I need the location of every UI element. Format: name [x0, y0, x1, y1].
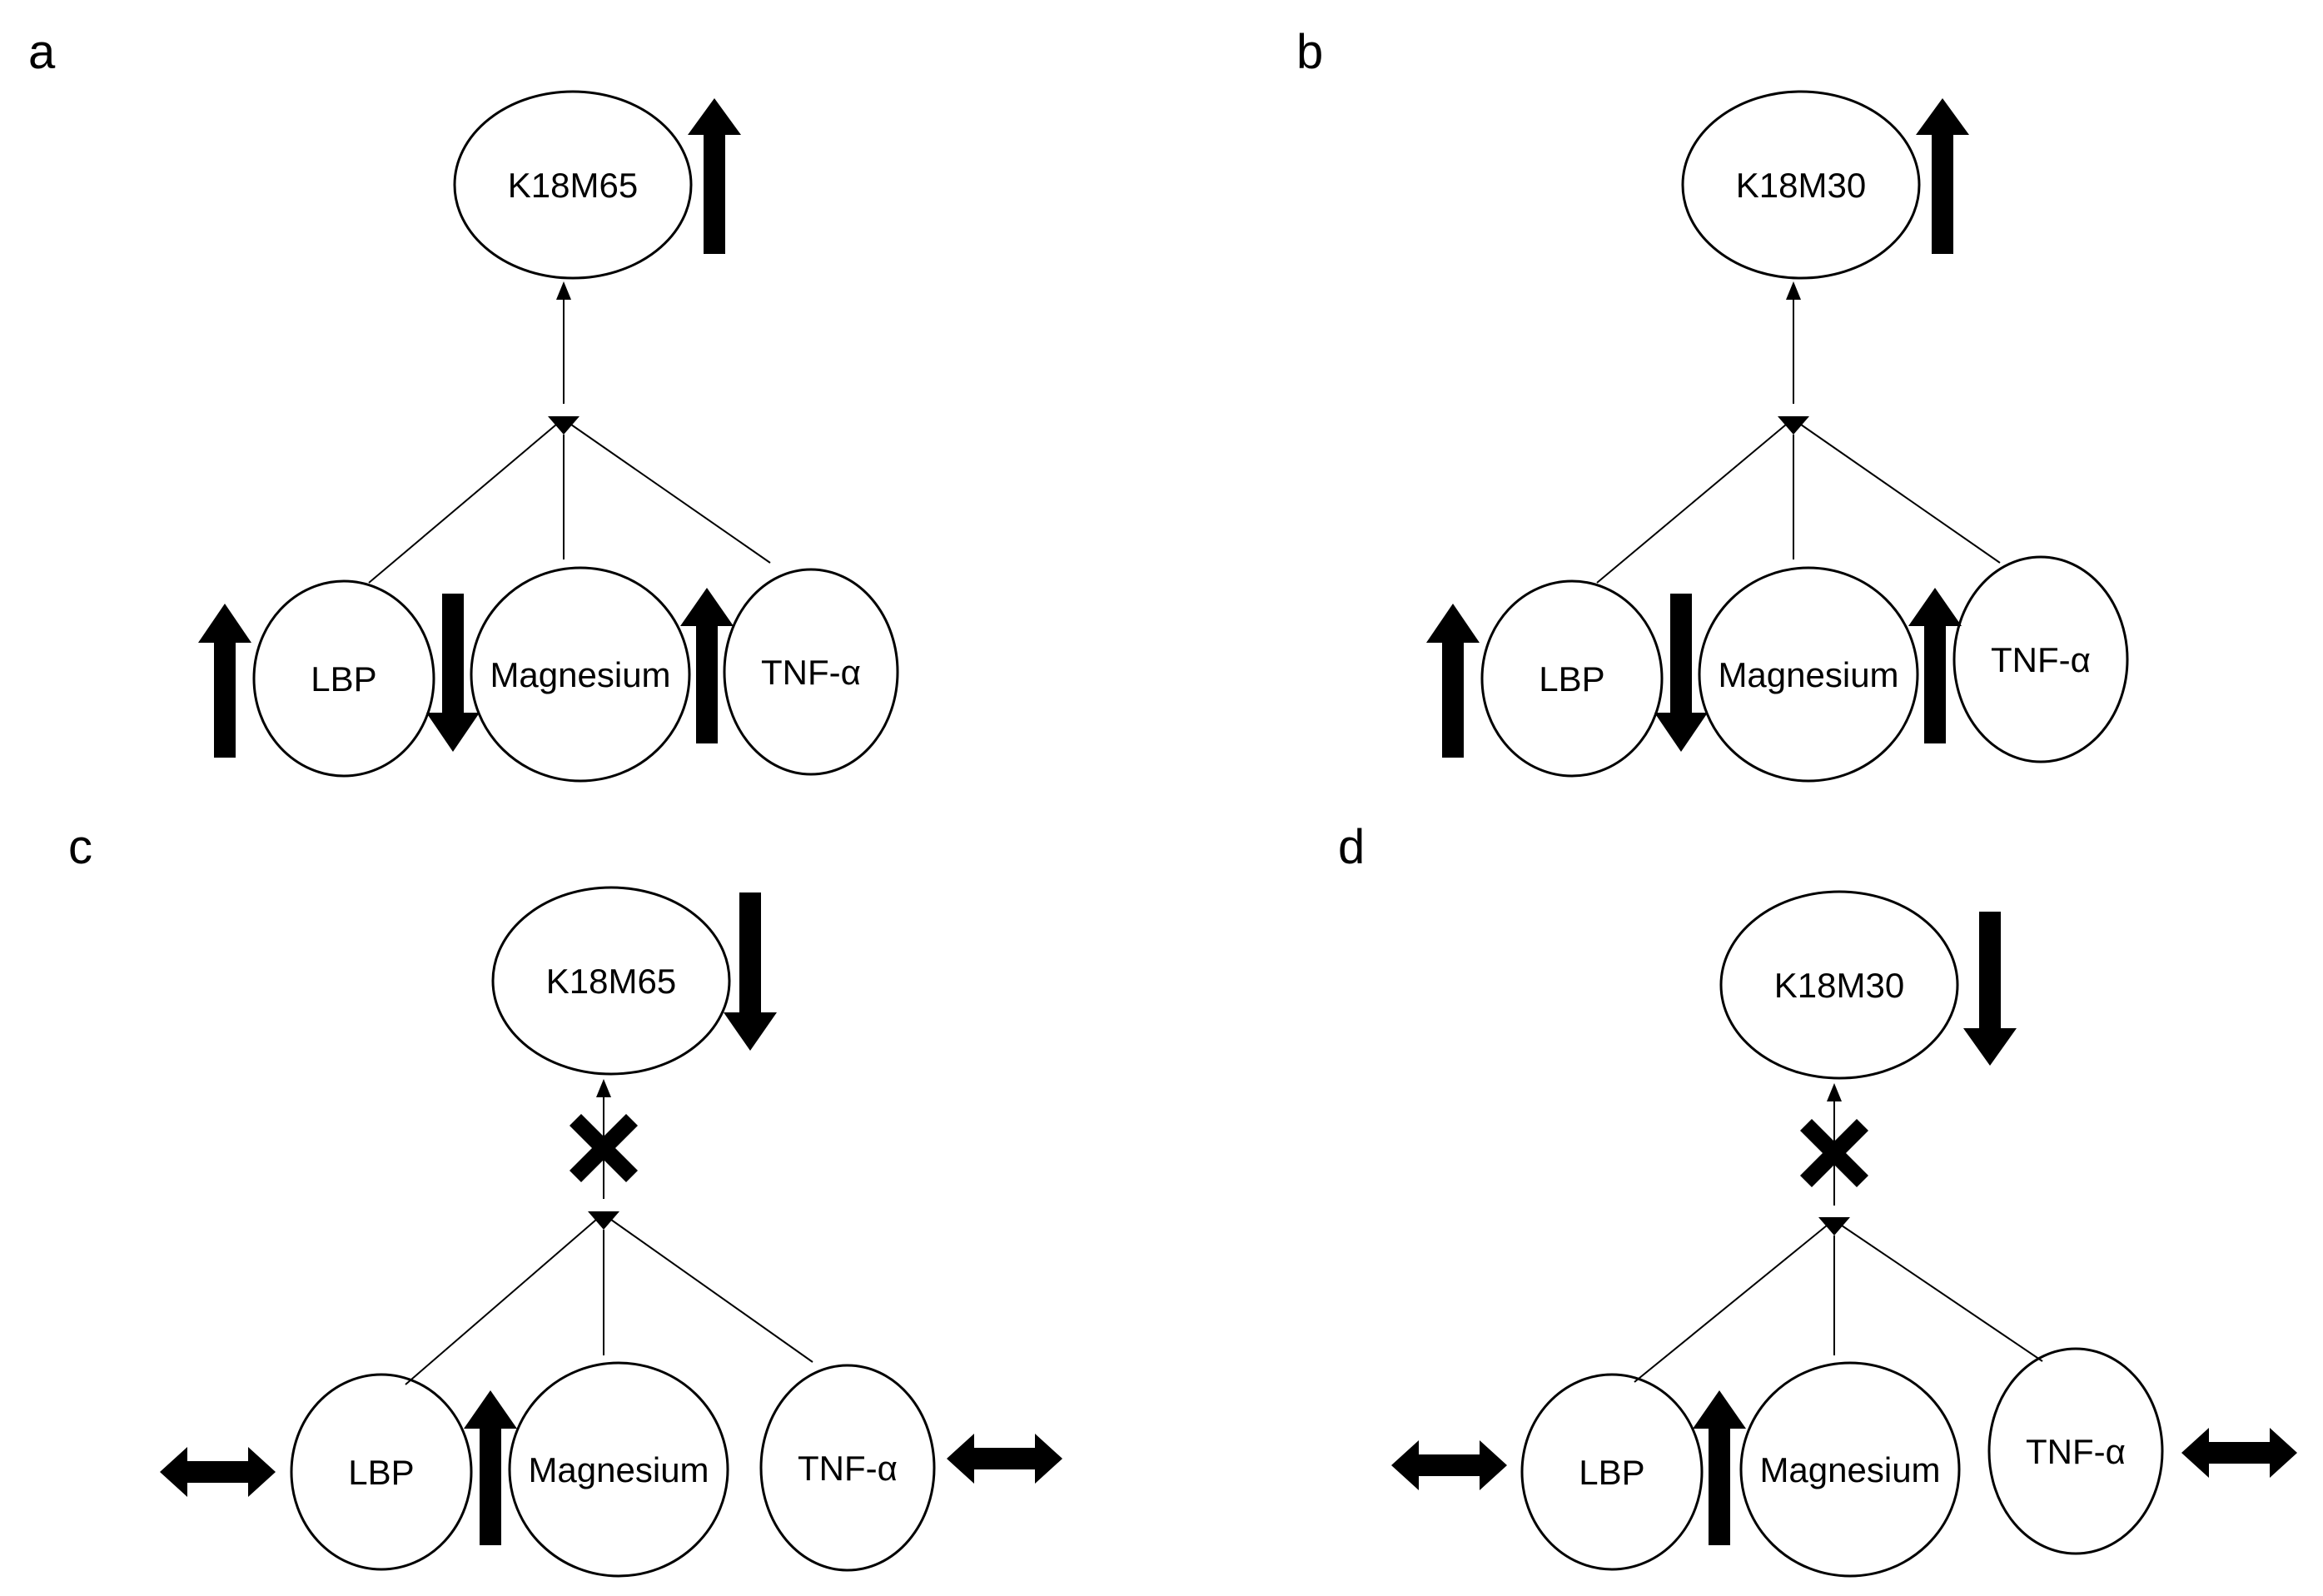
panel-c-node-magnesium [508, 1361, 729, 1578]
panel-b-top-node [1681, 90, 1921, 280]
panel-a-node-lbp [252, 579, 435, 778]
panel-d-magnesium-up-arrow [1693, 1390, 1746, 1545]
panel-d-node-magnesium-label: Magnesium [1759, 1450, 1940, 1489]
panel-b-edge-lbp [1596, 424, 1787, 584]
panel-d-junction [1818, 1217, 1850, 1236]
panel-c-block-cross [570, 1114, 638, 1182]
panel-a-node-tnf-label: TNF-α [761, 653, 861, 692]
panel-b-node-magnesium-label: Magnesium [1718, 655, 1898, 694]
panel-a-magnesium-down-arrow [426, 594, 480, 752]
panel-b-node-tnf [1952, 555, 2129, 763]
panel-c-letter: c [68, 820, 92, 874]
panel-d-block-cross [1800, 1119, 1868, 1187]
panel-d: d K18M30 LBP Magnesium TNF-α [1338, 820, 2297, 1578]
panel-c-top-node-label: K18M65 [546, 962, 676, 1001]
panel-d-top-node-label: K18M30 [1774, 966, 1904, 1005]
panel-b-letter: b [1296, 25, 1323, 79]
panel-d-node-lbp [1520, 1373, 1704, 1571]
panel-d-node-magnesium [1739, 1361, 1961, 1578]
panel-a-junction [548, 416, 580, 435]
panel-d-node-lbp-label: LBP [1579, 1453, 1644, 1492]
panel-b-node-lbp [1480, 579, 1664, 778]
panel-c-lbp-unchanged-arrow [160, 1447, 276, 1497]
panel-b-node-tnf-label: TNF-α [1991, 640, 2091, 679]
panel-a-node-lbp-label: LBP [311, 659, 376, 699]
panel-d-top-down-arrow [1963, 912, 2017, 1066]
panel-a-node-magnesium-label: Magnesium [490, 655, 670, 694]
panel-d-arrowhead-top [1827, 1083, 1842, 1101]
panel-c-edge-lbp [405, 1219, 597, 1385]
panel-c-node-tnf-label: TNF-α [798, 1449, 898, 1488]
panel-b-node-lbp-label: LBP [1539, 659, 1604, 699]
panel-d-edge-lbp [1634, 1225, 1828, 1383]
panel-a-node-tnf [723, 568, 899, 776]
panel-d-lbp-unchanged-arrow [1391, 1440, 1507, 1490]
panel-c-node-tnf [759, 1364, 936, 1572]
panel-c-magnesium-up-arrow [464, 1390, 517, 1545]
panel-a-top-node [453, 90, 693, 280]
panel-b: b K18M30 LBP Magnesium TNF-α [1296, 25, 2129, 783]
panel-a-letter: a [28, 25, 56, 79]
panel-b-lbp-up-arrow [1426, 604, 1480, 758]
panel-b-top-up-arrow [1916, 98, 1969, 254]
panel-a-top-node-label: K18M65 [508, 166, 638, 205]
panel-a-top-up-arrow [688, 98, 741, 254]
panel-a-lbp-up-arrow [198, 604, 251, 758]
panel-c-top-down-arrow [724, 892, 777, 1051]
panel-a-node-magnesium [470, 566, 691, 783]
panel-c: c K18M65 LBP Magnesium TNF-α [68, 820, 1062, 1578]
panel-c-top-node [491, 886, 731, 1076]
panel-b-junction [1778, 416, 1809, 435]
panel-d-edge-tnf [1841, 1225, 2043, 1362]
panel-a-tnf-up-arrow [680, 588, 734, 743]
panel-d-top-node [1719, 890, 1959, 1080]
panel-d-node-tnf [1987, 1347, 2164, 1555]
panel-d-node-tnf-label: TNF-α [2026, 1432, 2126, 1471]
panel-a-edge-tnf [570, 424, 771, 564]
panel-d-tnf-unchanged-arrow [2181, 1428, 2297, 1478]
panel-c-edge-tnf [610, 1219, 813, 1363]
panel-c-arrowhead-top [596, 1079, 611, 1097]
panel-c-junction [588, 1211, 619, 1230]
panel-a-arrowhead-top [556, 281, 571, 300]
panel-a-edge-lbp [368, 424, 557, 584]
panel-b-arrowhead-top [1786, 281, 1801, 300]
panel-b-tnf-up-arrow [1908, 588, 1962, 743]
panel-b-edge-tnf [1800, 424, 2001, 564]
panel-c-tnf-unchanged-arrow [947, 1434, 1062, 1484]
panel-c-node-lbp-label: LBP [348, 1453, 414, 1492]
panel-b-magnesium-down-arrow [1654, 594, 1708, 752]
panel-a: a K18M65 LBP Magnesium TNF-α [28, 25, 899, 783]
panel-b-top-node-label: K18M30 [1736, 166, 1866, 205]
panel-d-letter: d [1338, 820, 1365, 874]
panel-c-node-lbp [290, 1373, 473, 1571]
panel-b-node-magnesium [1698, 566, 1919, 783]
panel-c-node-magnesium-label: Magnesium [528, 1450, 709, 1489]
